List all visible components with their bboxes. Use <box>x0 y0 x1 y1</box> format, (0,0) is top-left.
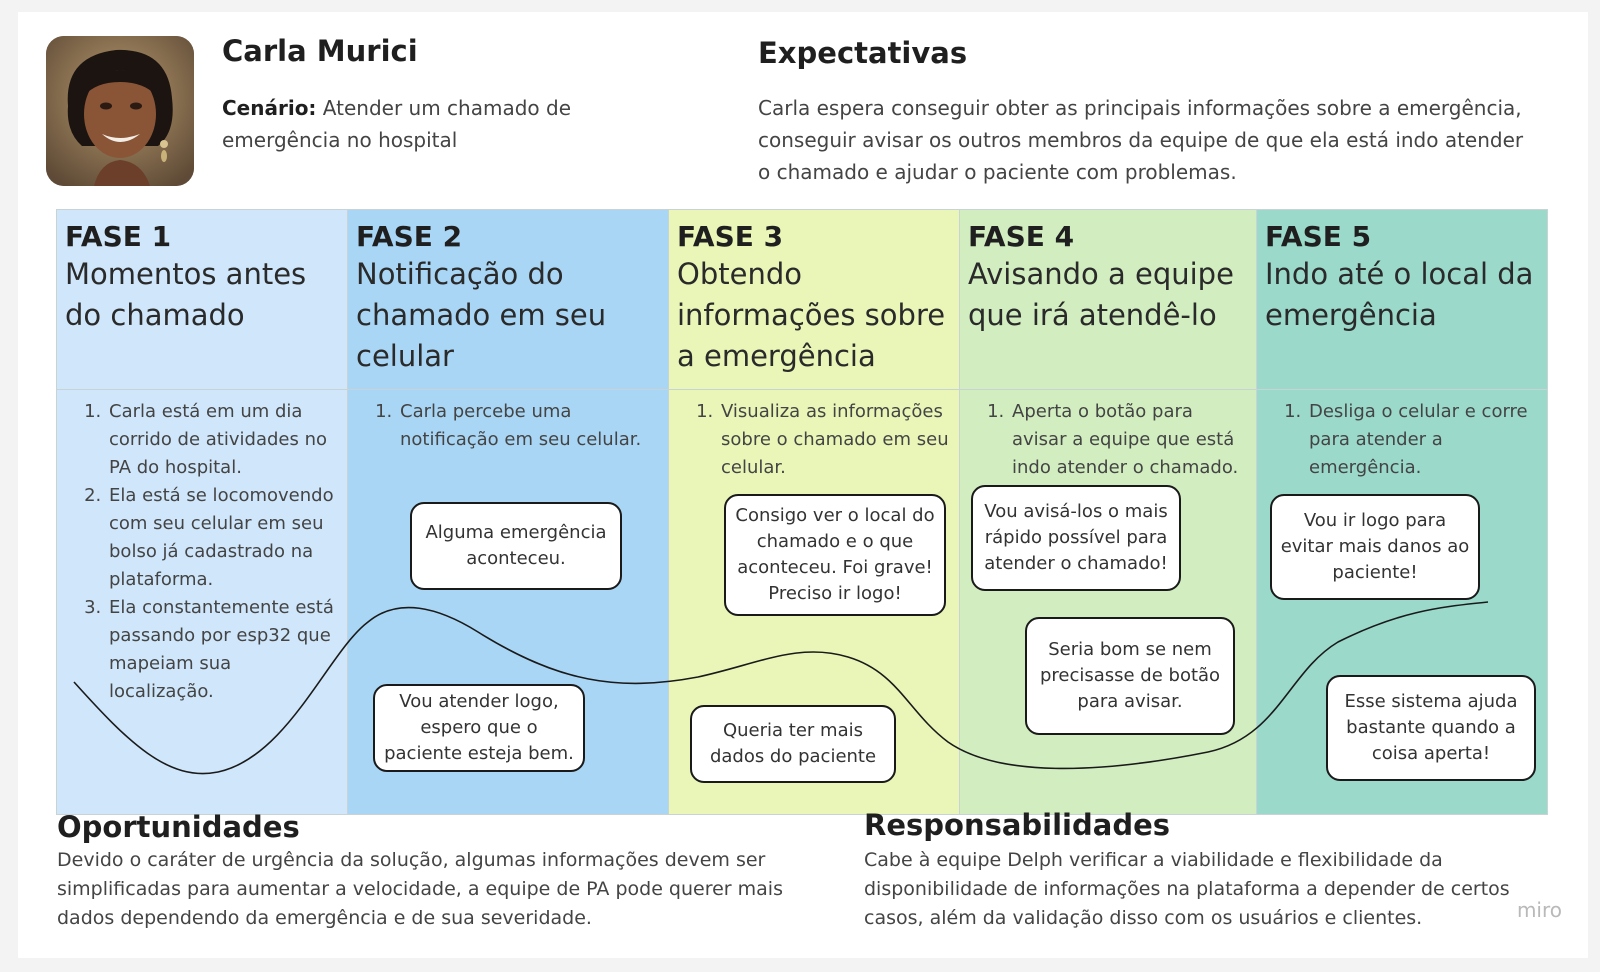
quote-bubble: Vou avisá-los o mais rápido possível par… <box>971 485 1181 591</box>
persona-photo <box>46 36 194 186</box>
phase-step: Aperta o botão para avisar a equipe que … <box>1010 398 1248 482</box>
phase-step: Ela está se locomovendo com seu celular … <box>107 482 339 594</box>
phase-header: FASE 1 Momentos antes do chamado <box>57 210 347 390</box>
phase-label: FASE 3 <box>677 220 784 253</box>
miro-watermark: miro <box>1516 898 1562 922</box>
phase-label: FASE 2 <box>356 220 463 253</box>
phase-title: Avisando a equipe que irá atendê-lo <box>968 257 1234 332</box>
phase-steps: Carla está em um dia corrido de atividad… <box>57 398 347 706</box>
quote-bubble: Vou ir logo para evitar mais danos ao pa… <box>1270 494 1480 600</box>
phase-column-1: FASE 1 Momentos antes do chamado Carla e… <box>56 209 348 815</box>
phase-steps: Desliga o celular e corre para atender a… <box>1257 398 1547 482</box>
phase-step: Ela constantemente está passando por esp… <box>107 594 339 706</box>
quote-bubble: Alguma emergência aconteceu. <box>410 502 622 590</box>
persona-avatar <box>46 36 194 186</box>
opportunities-text: Devido o caráter de urgência da solução,… <box>57 849 783 929</box>
persona-scenario: Cenário: Atender um chamado de emergênci… <box>222 92 662 156</box>
quote-bubble: Consigo ver o local do chamado e o que a… <box>724 494 946 616</box>
expectations-text: Carla espera conseguir obter as principa… <box>758 96 1524 184</box>
opportunities-title: Oportunidades <box>57 810 300 844</box>
phase-header: FASE 3 Obtendo informações sobre a emerg… <box>669 210 959 390</box>
responsibilities-text: Cabe à equipe Delph verificar a viabilid… <box>864 849 1510 929</box>
scenario-label: Cenário: <box>222 96 317 120</box>
persona-name: Carla Murici <box>222 34 418 68</box>
phase-label: FASE 1 <box>65 220 172 253</box>
phase-step: Carla está em um dia corrido de atividad… <box>107 398 339 482</box>
quote-bubble: Seria bom se nem precisasse de botão par… <box>1025 617 1235 735</box>
phase-title: Obtendo informações sobre a emergência <box>677 257 946 373</box>
phase-step: Visualiza as informações sobre o chamado… <box>719 398 951 482</box>
phase-header: FASE 4 Avisando a equipe que irá atendê-… <box>960 210 1256 390</box>
phase-title: Indo até o local da emergência <box>1265 257 1534 332</box>
phase-step: Carla percebe uma notificação em seu cel… <box>398 398 660 454</box>
phase-header: FASE 2 Notificação do chamado em seu cel… <box>348 210 668 390</box>
expectations-title: Expectativas <box>758 36 968 70</box>
quote-bubble: Vou atender logo, espero que o paciente … <box>373 684 585 772</box>
phase-title: Momentos antes do chamado <box>65 257 307 332</box>
quote-bubble: Esse sistema ajuda bastante quando a coi… <box>1326 675 1536 781</box>
scenario-text: Atender um chamado de emergência no hosp… <box>222 96 571 152</box>
journey-map-board: Carla Murici Cenário: Atender um chamado… <box>18 12 1588 958</box>
responsibilities-title: Responsabilidades <box>864 808 1171 842</box>
phase-label: FASE 5 <box>1265 220 1372 253</box>
quote-bubble: Queria ter mais dados do paciente <box>690 705 896 783</box>
phase-header: FASE 5 Indo até o local da emergência <box>1257 210 1547 390</box>
phase-steps: Aperta o botão para avisar a equipe que … <box>960 398 1256 482</box>
phase-label: FASE 4 <box>968 220 1075 253</box>
phase-step: Desliga o celular e corre para atender a… <box>1307 398 1539 482</box>
phase-steps: Visualiza as informações sobre o chamado… <box>669 398 959 482</box>
phase-title: Notificação do chamado em seu celular <box>356 257 607 373</box>
phase-steps: Carla percebe uma notificação em seu cel… <box>348 398 668 454</box>
